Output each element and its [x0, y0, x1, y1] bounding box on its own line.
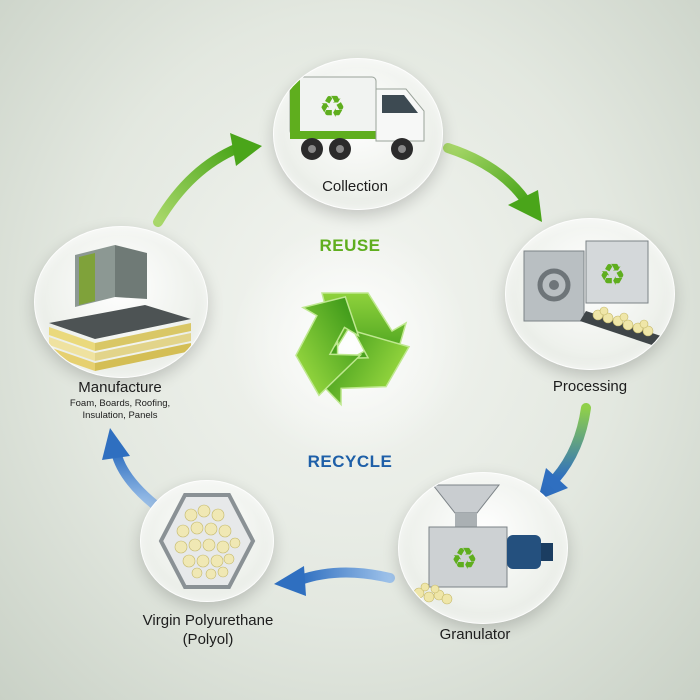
polyol-label-line2: (Polyol) [182, 631, 234, 648]
manufacture-label: Manufacture [78, 379, 162, 396]
svg-text:♻: ♻ [451, 542, 478, 577]
arrow-collection-to-processing [443, 143, 530, 205]
svg-text:♻: ♻ [599, 258, 626, 293]
arrow-head-5 [102, 428, 130, 460]
polyol-label-line1: Virgin Polyurethane [142, 612, 274, 629]
collection-label: Collection [322, 178, 388, 195]
granulator-label: Granulator [439, 626, 511, 643]
svg-text:♻: ♻ [319, 90, 346, 125]
manufacture-node [34, 226, 208, 378]
arrow-granulator-to-polyol [295, 567, 395, 585]
garbage-truck-icon: ♻ [289, 76, 425, 160]
polyol-granules-icon [158, 493, 256, 589]
polyol-node [140, 480, 274, 602]
recycle-label: RECYCLE [307, 452, 393, 471]
processing-label: Processing [552, 378, 628, 395]
processing-machine-icon: ♻ [523, 240, 664, 347]
arrow-processing-to-granulator [551, 403, 591, 483]
manufacture-detail-line1: Foam, Boards, Roofing, [69, 398, 171, 409]
granulator-machine-icon: ♻ [413, 484, 553, 605]
arrow-head-3 [538, 468, 568, 500]
insulation-panels-icon [49, 245, 191, 371]
reuse-label: REUSE [319, 236, 381, 255]
manufacture-detail-line2: Insulation, Panels [82, 410, 158, 421]
processing-node: ♻ [505, 218, 675, 370]
arrow-head-4 [274, 566, 306, 596]
collection-node: ♻ [273, 58, 443, 210]
arrow-head-1 [230, 133, 262, 166]
arrow-head-2 [508, 190, 542, 222]
arrow-manufacture-to-collection [153, 143, 243, 227]
granulator-node: ♻ [398, 472, 568, 624]
